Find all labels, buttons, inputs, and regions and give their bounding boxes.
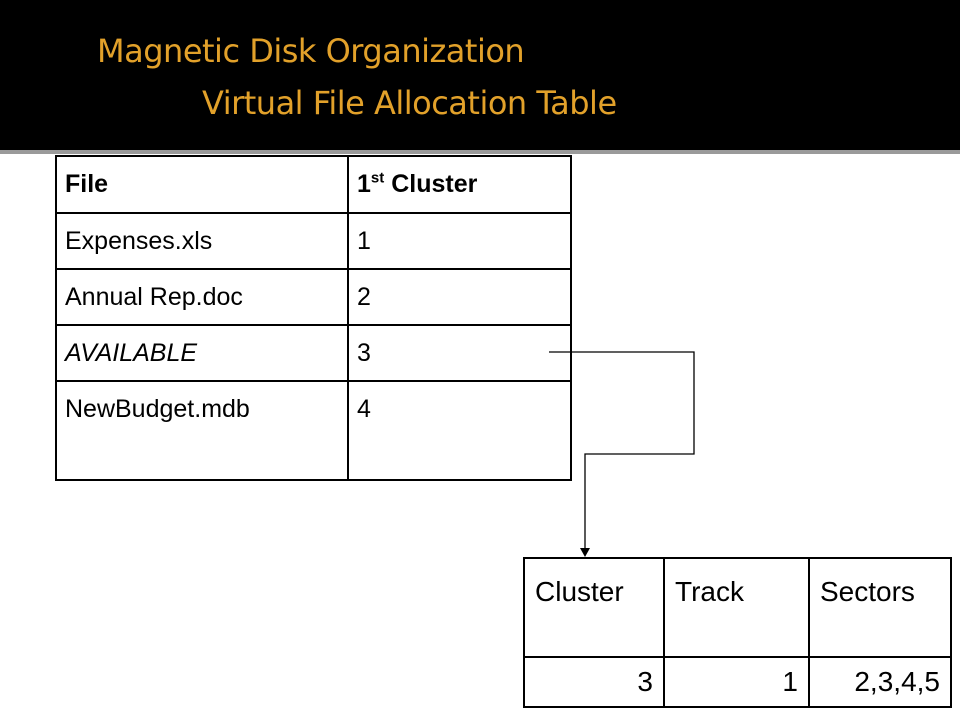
title-divider [0,150,960,154]
slide-title-line-1: Magnetic Disk Organization [97,32,525,70]
header-first-cluster: 1st Cluster [347,155,572,214]
file-name-cell: Annual Rep.doc [55,268,349,326]
header-first-cluster-number: 1 [357,170,371,198]
table-row: NewBudget.mdb 4 [55,380,572,481]
table-row: AVAILABLE 3 [55,324,572,382]
table-row: Annual Rep.doc 2 [55,268,572,326]
file-name-cell: Expenses.xls [55,212,349,270]
table-header-row: File 1st Cluster [55,155,572,214]
track-value-cell: 1 [663,656,810,708]
cluster-location-table: Cluster Track Sectors 3 1 2,3,4,5 [523,557,952,708]
slide-title-line-2: Virtual File Allocation Table [202,84,617,122]
header-sectors: Sectors [808,557,952,658]
first-cluster-cell: 4 [347,380,572,481]
header-track: Track [663,557,810,658]
header-first-cluster-ordinal: st [370,169,385,187]
sectors-value-cell: 2,3,4,5 [808,656,952,708]
table-row: 3 1 2,3,4,5 [523,656,952,708]
cluster-value-cell: 3 [523,656,665,708]
header-first-cluster-label: Cluster [384,170,478,198]
header-file: File [55,155,349,214]
first-cluster-cell: 2 [347,268,572,326]
first-cluster-cell: 3 [347,324,572,382]
arrowhead-icon [580,548,590,557]
header-cluster: Cluster [523,557,665,658]
title-bar [0,0,960,150]
table-header-row: Cluster Track Sectors [523,557,952,658]
file-allocation-table: File 1st Cluster Expenses.xls 1 Annual R… [55,155,572,481]
table-row: Expenses.xls 1 [55,212,572,270]
file-name-cell: NewBudget.mdb [55,380,349,481]
first-cluster-cell: 1 [347,212,572,270]
file-name-cell-available: AVAILABLE [55,324,349,382]
